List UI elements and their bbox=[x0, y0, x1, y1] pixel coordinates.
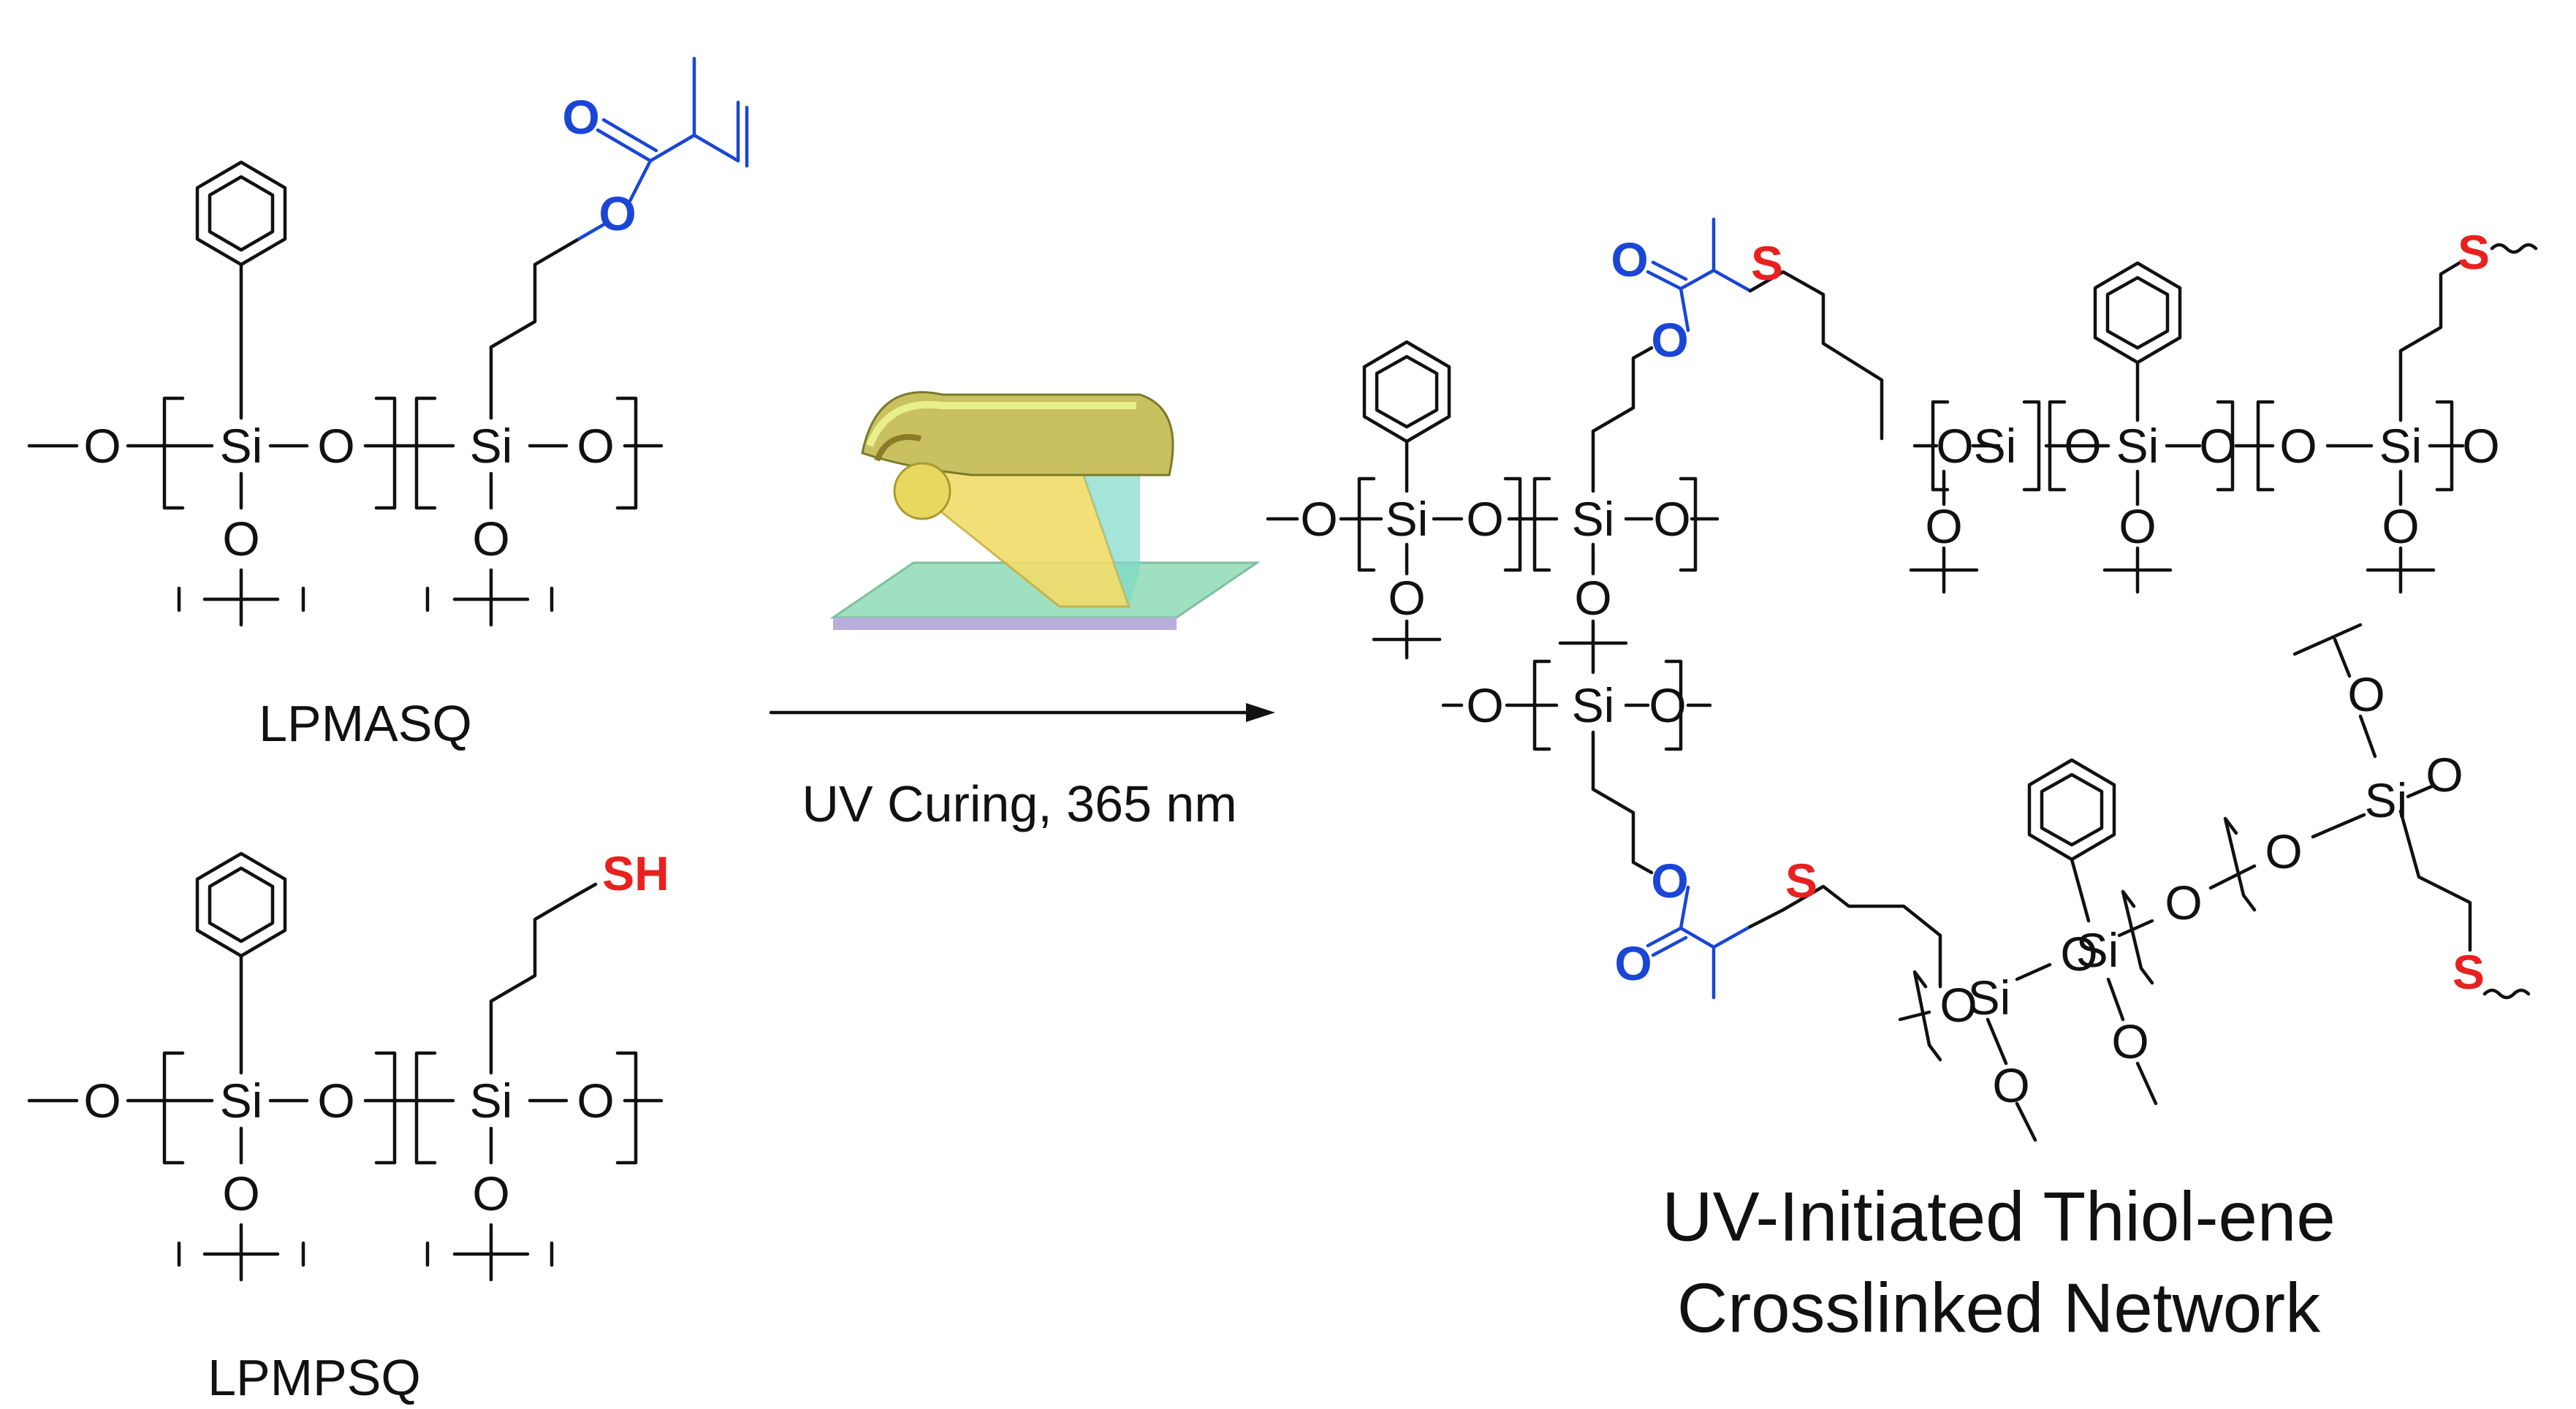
carbonyl-oxygen: O bbox=[1611, 232, 1648, 286]
oxygen-atom: O bbox=[2060, 927, 2097, 981]
silicon-atom: Si bbox=[2116, 419, 2159, 473]
silicon-atom: Si bbox=[1572, 678, 1615, 732]
oxygen-atom: O bbox=[1388, 571, 1425, 625]
oxygen-atom: O bbox=[222, 512, 259, 566]
product-title-line-2: Crosslinked Network bbox=[1677, 1269, 2321, 1348]
oxygen-atom: O bbox=[1466, 678, 1503, 732]
ester-oxygen: O bbox=[599, 186, 636, 240]
oxygen-atom: O bbox=[1992, 1058, 2029, 1112]
oxygen-atom: O bbox=[2462, 419, 2499, 473]
oxygen-atom: O bbox=[2265, 824, 2302, 878]
oxygen-atom: O bbox=[1574, 571, 1611, 625]
ester-oxygen: O bbox=[1651, 854, 1688, 908]
silicon-atom: Si bbox=[470, 1074, 513, 1128]
product-title-line-1: UV-Initiated Thiol-ene bbox=[1662, 1178, 2335, 1256]
silicon-atom: Si bbox=[1968, 971, 2011, 1025]
oxygen-atom: O bbox=[2425, 748, 2463, 802]
thioether-sulfur: S bbox=[2458, 225, 2490, 279]
oxygen-atom: O bbox=[2119, 499, 2156, 553]
thioether-sulfur: S bbox=[1751, 236, 1783, 290]
oxygen-atom: O bbox=[472, 512, 509, 566]
oxygen-atom: O bbox=[1936, 419, 1973, 473]
silicon-atom: Si bbox=[1974, 419, 2017, 473]
oxygen-atom: O bbox=[2279, 419, 2317, 473]
lpmpsq-label: LPMPSQ bbox=[208, 1349, 421, 1406]
arrow-icon bbox=[769, 703, 1275, 722]
thioether-sulfur: S bbox=[1785, 854, 1817, 908]
silicon-atom: Si bbox=[1386, 492, 1429, 546]
silicon-atom: Si bbox=[470, 419, 513, 473]
oxygen-atom: O bbox=[317, 1074, 354, 1128]
oxygen-atom: O bbox=[222, 1166, 259, 1220]
oxygen-atom: O bbox=[1939, 978, 1977, 1032]
product-network bbox=[1266, 217, 2538, 1142]
silicon-atom: Si bbox=[1572, 492, 1615, 546]
silicon-atom: Si bbox=[2076, 923, 2119, 977]
oxygen-atom: O bbox=[83, 419, 121, 473]
oxygen-atom: O bbox=[577, 1074, 614, 1128]
oxygen-atom: O bbox=[317, 419, 354, 473]
oxygen-atom: O bbox=[2199, 419, 2236, 473]
uv-lamp-icon bbox=[829, 391, 1261, 630]
carbonyl-oxygen: O bbox=[562, 90, 599, 144]
oxygen-atom: O bbox=[1925, 499, 1962, 553]
oxygen-atom: O bbox=[1466, 492, 1503, 546]
silicon-atom: Si bbox=[220, 1074, 263, 1128]
lpmpsq-structure: O Si O Si O O O SH LPMPSQ bbox=[27, 846, 669, 1406]
oxygen-atom: O bbox=[2165, 876, 2202, 930]
silicon-atom: Si bbox=[2379, 419, 2423, 473]
lpmasq-label: LPMASQ bbox=[259, 695, 472, 752]
oxygen-atom: O bbox=[2347, 667, 2385, 721]
ester-oxygen: O bbox=[1651, 313, 1688, 367]
oxygen-atom: O bbox=[2382, 499, 2419, 553]
thioether-sulfur: S bbox=[2452, 945, 2485, 999]
oxygen-atom: O bbox=[1653, 492, 1690, 546]
silicon-atom: Si bbox=[2365, 773, 2408, 827]
carbonyl-oxygen: O bbox=[1614, 936, 1652, 990]
thiol-group: SH bbox=[602, 846, 669, 900]
oxygen-atom: O bbox=[1300, 492, 1337, 546]
lpmasq-structure: O Si O Si O O O O O LPMASQ bbox=[27, 56, 749, 752]
oxygen-atom: O bbox=[472, 1166, 509, 1220]
oxygen-atom: O bbox=[577, 419, 614, 473]
oxygen-atom: O bbox=[2064, 419, 2101, 473]
oxygen-atom: O bbox=[1649, 678, 1686, 732]
silicon-atom: Si bbox=[220, 419, 263, 473]
oxygen-atom: O bbox=[83, 1074, 121, 1128]
reaction-condition: UV Curing, 365 nm bbox=[802, 775, 1236, 832]
oxygen-atom: O bbox=[2111, 1014, 2148, 1068]
product-atoms: O Si O Si O O O O Si O O O S O O S O Si … bbox=[1300, 225, 2499, 1112]
